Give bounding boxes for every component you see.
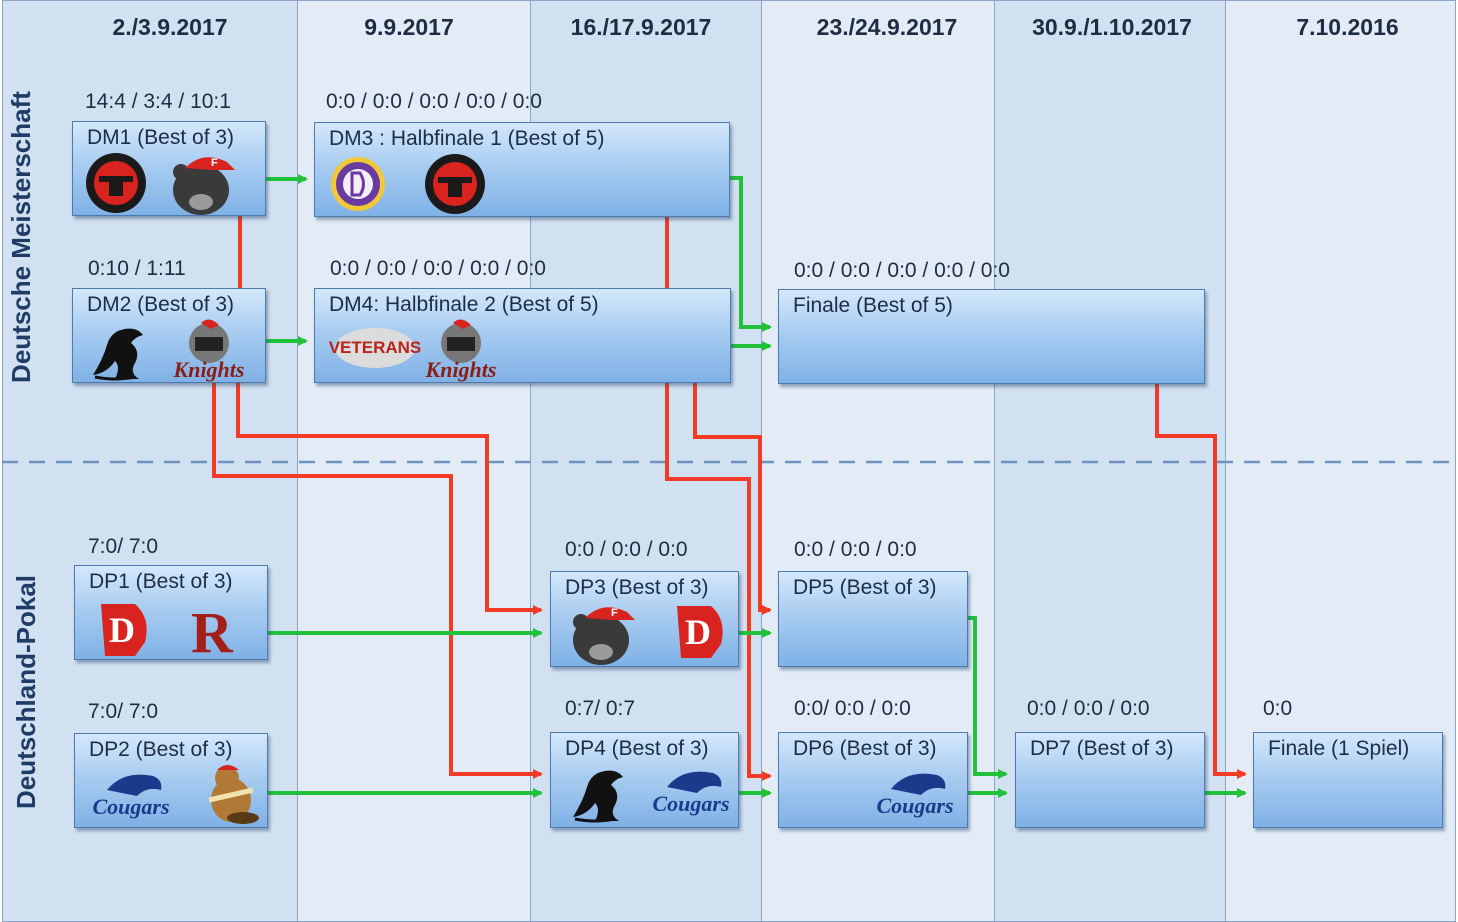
match-box-dp4[interactable]: DP4 (Best of 3) Cougars xyxy=(550,732,739,828)
score-finale-dm: 0:0 / 0:0 / 0:0 / 0:0 / 0:0 xyxy=(794,259,1010,282)
cougars-logo-icon: Cougars xyxy=(876,773,954,818)
column-date-1: 2./3.9.2017 xyxy=(112,14,228,40)
match-label-dp5: DP5 (Best of 3) xyxy=(793,576,937,599)
match-box-dm1[interactable]: DM1 (Best of 3) F xyxy=(72,121,266,216)
knights-logo-icon: Knights xyxy=(173,319,245,382)
tornados-logo-icon xyxy=(425,154,485,214)
match-box-dm3[interactable]: DM3 : Halbfinale 1 (Best of 5) xyxy=(314,122,730,217)
line-dm2-dp4 xyxy=(212,383,543,779)
cougars-logo-icon: Cougars xyxy=(92,774,170,819)
line-dm3-dp6 xyxy=(665,217,772,781)
score-dp5: 0:0 / 0:0 / 0:0 xyxy=(794,538,917,561)
cap-letter: F xyxy=(211,157,218,169)
score-dp7: 0:0 / 0:0 / 0:0 xyxy=(1027,697,1150,720)
match-label-dm3: DM3 : Halbfinale 1 (Best of 5) xyxy=(329,127,605,150)
dragons-logo-icon: D xyxy=(101,604,147,656)
line-dm3-finale xyxy=(730,176,772,332)
match-box-dp7[interactable]: DP7 (Best of 3) xyxy=(1015,732,1205,828)
line-finale-dp xyxy=(1155,384,1247,779)
match-box-dp3[interactable]: DP3 (Best of 3) F D xyxy=(550,571,739,667)
score-dp4: 0:7/ 0:7 xyxy=(565,697,636,720)
match-label-dp7: DP7 (Best of 3) xyxy=(1030,737,1174,760)
horse-logo-icon xyxy=(93,328,143,381)
line-dp5-dp7 xyxy=(968,616,1008,779)
match-label-dm4: DM4: Halbfinale 2 (Best of 5) xyxy=(329,293,599,316)
knights-logo-text: Knights xyxy=(173,357,245,382)
column-date-3: 16./17.9.2017 xyxy=(570,14,712,40)
beaver-mascot-logo-icon xyxy=(208,765,259,824)
score-dp3: 0:0 / 0:0 / 0:0 xyxy=(565,538,688,561)
score-finale-dp: 0:0 xyxy=(1263,697,1293,720)
line-dm4-dp5 xyxy=(693,383,772,615)
line-dm2-dp3 xyxy=(236,383,543,615)
match-box-dp2[interactable]: DP2 (Best of 3) Cougars xyxy=(74,733,268,828)
knights-logo-icon: Knights xyxy=(425,319,497,382)
match-box-dp1[interactable]: DP1 (Best of 3) D R xyxy=(74,565,268,660)
match-box-dp6[interactable]: DP6 (Best of 3) Cougars xyxy=(778,732,968,828)
cap-letter: F xyxy=(611,607,618,619)
column-date-4: 23./24.9.2017 xyxy=(816,14,958,40)
dragons-letter: D xyxy=(109,610,135,650)
match-box-finale-dp[interactable]: Finale (1 Spiel) xyxy=(1253,732,1443,828)
match-label-dm1: DM1 (Best of 3) xyxy=(87,126,235,149)
score-dm1: 14:4 / 3:4 / 10:1 xyxy=(85,90,231,113)
column-date-2: 9.9.2017 xyxy=(364,14,454,40)
match-box-dm2[interactable]: DM2 (Best of 3) Knights xyxy=(72,288,266,383)
tornados-logo-icon xyxy=(86,153,146,213)
match-label-dp6: DP6 (Best of 3) xyxy=(793,737,937,760)
score-dm3: 0:0 / 0:0 / 0:0 / 0:0 / 0:0 xyxy=(326,90,542,113)
cougars-logo-text: Cougars xyxy=(652,791,729,816)
loser-lines xyxy=(212,215,1247,781)
score-dp6: 0:0/ 0:0 / 0:0 xyxy=(794,697,911,720)
r-logo-letter: R xyxy=(191,600,234,660)
veterans-logo-icon: VETERANS xyxy=(329,328,422,368)
munich-logo-icon xyxy=(331,157,385,211)
match-label-finale-dp: Finale (1 Spiel) xyxy=(1268,737,1410,760)
winner-lines xyxy=(266,174,1247,798)
knights-logo-text: Knights xyxy=(425,357,497,382)
match-label-dp3: DP3 (Best of 3) xyxy=(565,576,709,599)
match-box-dm4[interactable]: DM4: Halbfinale 2 (Best of 5) VETERANS K… xyxy=(314,288,731,383)
column-date-6: 7.10.2016 xyxy=(1296,14,1399,40)
match-label-dp4: DP4 (Best of 3) xyxy=(565,737,709,760)
veterans-logo-text: VETERANS xyxy=(329,338,422,357)
horse-logo-icon xyxy=(573,770,623,823)
r-logo-icon: R xyxy=(191,600,234,660)
score-dp1: 7:0/ 7:0 xyxy=(88,535,159,558)
bear-mascot-logo-icon: F xyxy=(173,157,235,215)
cougars-logo-icon: Cougars xyxy=(652,771,730,816)
match-label-dp1: DP1 (Best of 3) xyxy=(89,570,233,593)
cougars-logo-text: Cougars xyxy=(92,794,169,819)
score-dm2: 0:10 / 1:11 xyxy=(88,257,186,280)
dragons-letter: D xyxy=(685,612,711,652)
dragons-logo-icon: D xyxy=(677,606,723,658)
cougars-logo-text: Cougars xyxy=(876,793,953,818)
score-dp2: 7:0/ 7:0 xyxy=(88,700,159,723)
match-box-finale-dm[interactable]: Finale (Best of 5) xyxy=(778,289,1205,384)
match-label-finale-dm: Finale (Best of 5) xyxy=(793,294,953,317)
match-label-dm2: DM2 (Best of 3) xyxy=(87,293,235,316)
column-date-5: 30.9./1.10.2017 xyxy=(1032,14,1192,40)
match-label-dp2: DP2 (Best of 3) xyxy=(89,738,233,761)
bear-mascot-logo-icon: F xyxy=(573,607,635,665)
score-dm4: 0:0 / 0:0 / 0:0 / 0:0 / 0:0 xyxy=(330,257,546,280)
match-box-dp5[interactable]: DP5 (Best of 3) xyxy=(778,571,968,667)
